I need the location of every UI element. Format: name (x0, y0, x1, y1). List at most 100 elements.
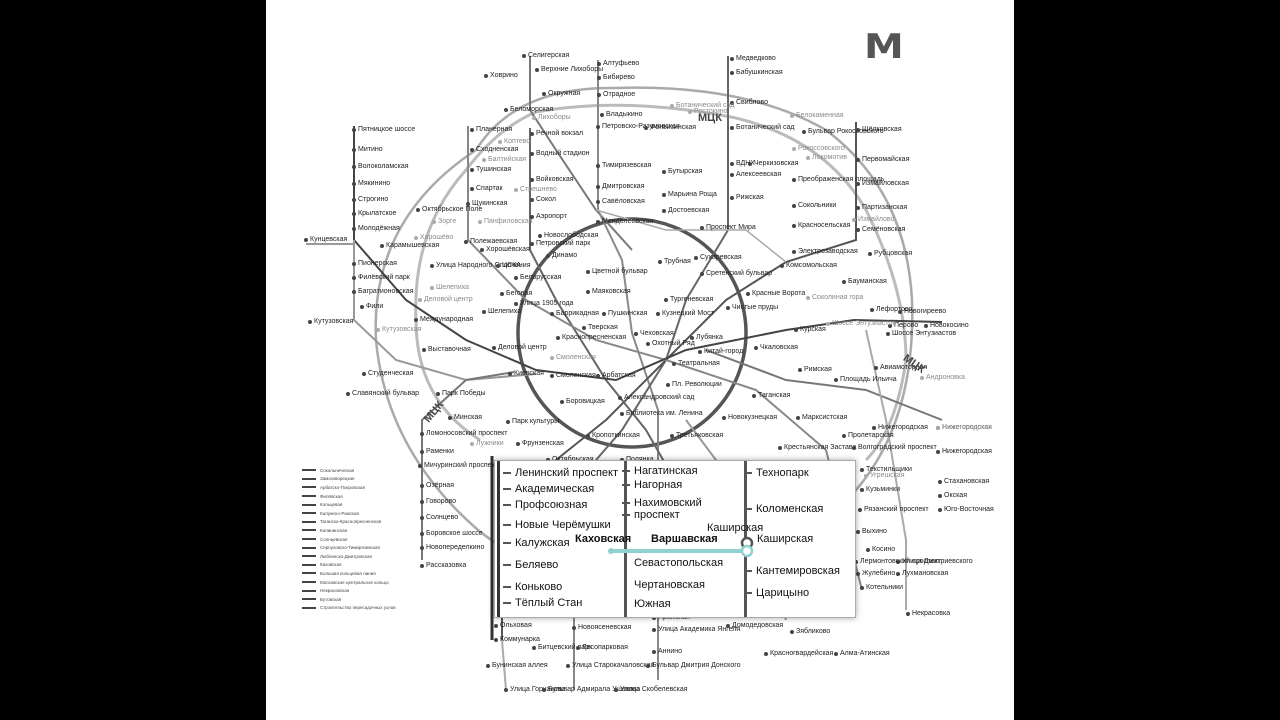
station-label-dot-19 (644, 126, 648, 130)
station-label-dot-88 (414, 318, 418, 322)
station-label-dot-57 (480, 248, 484, 252)
mcc-station-label-dot-21 (806, 156, 810, 160)
station-label-65: Сухаревская (700, 254, 742, 262)
station-label-dot-29 (662, 170, 666, 174)
station-label-dot-64 (658, 260, 662, 264)
station-label-dot-100 (646, 342, 650, 346)
station-label-dot-8 (504, 108, 508, 112)
station-label-132: Нижегородская (942, 448, 992, 456)
station-label-113: Парк Победы (442, 390, 486, 398)
station-label-56: Проспект Мира (706, 224, 756, 232)
legend-swatch (302, 521, 316, 523)
station-label-dot-15 (856, 128, 860, 132)
station-label-dot-115 (618, 396, 622, 400)
station-label-dot-52 (856, 228, 860, 232)
mcc-station-label-dot-7 (432, 220, 436, 224)
station-label-25: Первомайская (862, 156, 909, 164)
station-label-22: Водный стадион (536, 150, 590, 158)
station-label-dot-62 (352, 262, 356, 266)
station-label-dot-67 (496, 264, 500, 268)
station-label-125: Третьяковская (676, 432, 723, 440)
station-label-dot-129 (516, 442, 520, 446)
station-label-dot-90 (582, 326, 586, 330)
mcc-station-label-20: Измайлово (858, 216, 894, 224)
station-label-74: Багратионовская (358, 288, 413, 296)
mcc-station-label-dot-22 (792, 147, 796, 151)
mcc-station-label-dot-6 (514, 188, 518, 192)
station-label-61: Рубцовская (874, 250, 912, 258)
station-label-dot-137 (938, 480, 942, 484)
station-label-dot-6 (730, 71, 734, 75)
station-label-dot-148 (866, 548, 870, 552)
station-label-100: Охотный Ряд (652, 340, 695, 348)
station-label-dot-53 (304, 238, 308, 242)
station-label-1: Алтуфьево (603, 60, 639, 68)
station-label-dot-12 (596, 125, 600, 129)
station-label-44: Партизанская (862, 204, 907, 212)
legend-swatch (302, 555, 316, 557)
station-label-165: Лесопарковая (582, 644, 628, 652)
station-label-75: Маяковская (592, 288, 631, 296)
station-label-dot-25 (856, 158, 860, 162)
station-label-162: Зябликово (796, 628, 830, 636)
station-label-dot-66 (430, 264, 434, 268)
zoom-kakhovskaya: Каховская (575, 533, 631, 545)
legend-swatch (302, 538, 316, 540)
station-label-dot-46 (416, 208, 420, 212)
station-label-123: Ломоносовский проспект (426, 430, 508, 438)
station-label-dot-3 (535, 68, 539, 72)
legend-swatch (302, 504, 316, 506)
station-label-dot-63 (546, 254, 550, 258)
station-label-dot-174 (614, 688, 618, 692)
metro-logo-icon: М (864, 27, 904, 66)
station-label-dot-121 (506, 420, 510, 424)
station-label-138: Кузьминки (866, 486, 900, 494)
station-label-dot-101 (698, 350, 702, 354)
legend-swatch (302, 590, 316, 592)
station-label-87: Кутузовская (314, 318, 353, 326)
mcc-station-label-dot-12 (376, 328, 380, 332)
mcc-station-label-0: Лихоборы (538, 114, 571, 122)
station-label-136: Мичуринский проспект (424, 462, 498, 470)
station-label-dot-117 (620, 412, 624, 416)
station-label-97: Шоссе Энтузиастов (892, 330, 956, 338)
station-label-dot-7 (597, 93, 601, 97)
station-label-dot-140 (938, 494, 942, 498)
station-label-77: Красные Ворота (752, 290, 805, 298)
station-label-115: Александровский сад (624, 394, 694, 402)
station-label-163: Коммунарка (500, 636, 540, 644)
station-label-dot-17 (470, 128, 474, 132)
station-label-28: Тимирязевская (602, 162, 651, 170)
mcc-station-label-dot-2 (688, 110, 692, 114)
station-label-dot-44 (856, 206, 860, 210)
station-label-23: ВДНХ (736, 160, 755, 168)
station-label-60: Электрозаводская (798, 248, 858, 256)
station-label-91: Чеховская (640, 330, 674, 338)
station-label-99: Деловой центр (498, 344, 547, 352)
mcc-station-label-dot-0 (532, 116, 536, 120)
station-label-dot-95 (924, 324, 928, 328)
station-label-dot-81 (550, 312, 554, 316)
station-label-33: Войковская (536, 176, 574, 184)
legend-label: Замоскворецкая (320, 476, 354, 481)
station-label-63: Динамо (552, 252, 577, 260)
station-label-dot-145 (420, 532, 424, 536)
legend-swatch (302, 547, 316, 549)
station-label-4: Бибирево (603, 74, 635, 82)
station-label-dot-143 (938, 508, 942, 512)
mcc-station-label-9: Хорошёво (420, 234, 453, 242)
mcc-station-label-dot-5 (482, 158, 486, 162)
station-label-dot-98 (422, 348, 426, 352)
station-label-109: Арбатская (602, 372, 636, 380)
station-label-dot-118 (722, 416, 726, 420)
station-label-73: Бауманская (848, 278, 887, 286)
station-label-dot-166 (652, 650, 656, 654)
station-label-68: Цветной бульвар (592, 268, 648, 276)
station-label-dot-55 (538, 234, 542, 238)
station-label-dot-14 (802, 130, 806, 134)
station-label-dot-128 (852, 446, 856, 450)
station-label-127: Крестьянская Застава (784, 444, 856, 452)
station-label-dot-120 (448, 416, 452, 420)
mcc-station-label-22: Рокоссовского (798, 145, 845, 153)
